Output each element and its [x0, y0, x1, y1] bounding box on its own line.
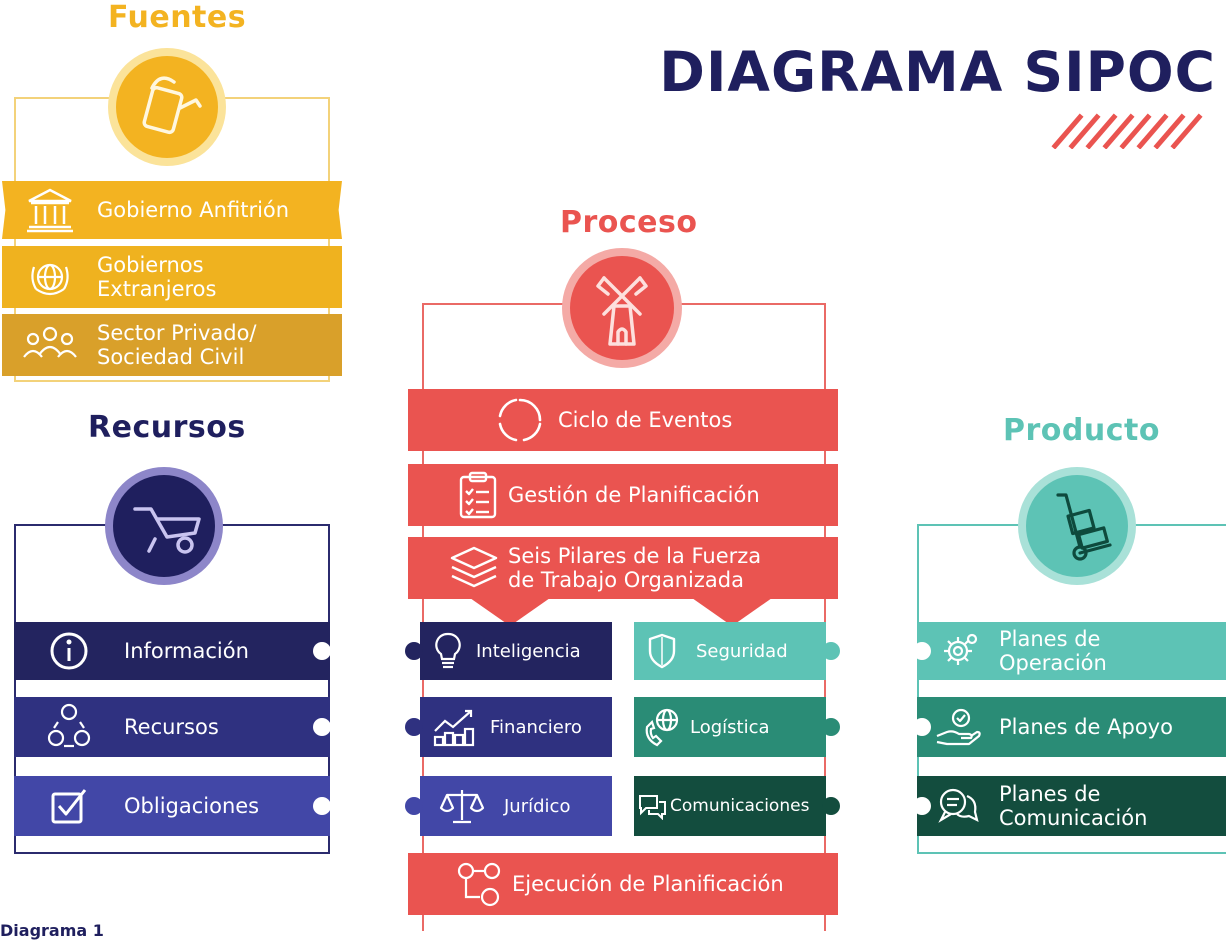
- pillar-comunicaciones: Comunicaciones: [634, 776, 826, 836]
- page-title: DIAGRAMA SIPOC: [659, 40, 1216, 104]
- hand-truck-icon: [1056, 493, 1112, 561]
- pillar-label: Comunicaciones: [670, 796, 810, 816]
- pillar-financiero: Financiero: [420, 697, 612, 757]
- fuentes-item-label: Gobierno Anfitrión: [97, 198, 290, 222]
- connector-dot: [405, 797, 423, 815]
- pillar-label: Financiero: [490, 716, 582, 738]
- recursos-item-label: Obligaciones: [124, 794, 260, 818]
- pillar-logistica: Logística: [634, 697, 826, 757]
- connector-dot: [822, 642, 840, 660]
- proceso-step-ciclo-de-eventos: Ciclo de Eventos: [408, 389, 838, 451]
- pillar-inteligencia: Inteligencia: [420, 622, 612, 680]
- connector-dot: [313, 797, 331, 815]
- pillar-label: Inteligencia: [476, 640, 581, 662]
- cycle-arrows-icon: [408, 396, 558, 444]
- watering-can-icon: [142, 76, 202, 135]
- shield-icon: [634, 633, 690, 669]
- phone-globe-icon: [634, 707, 690, 747]
- fuentes-item-gobierno-anfitrion: Gobierno Anfitrión: [2, 181, 342, 239]
- producto-item-label: Planes de Operación: [999, 627, 1107, 675]
- arrow-down-left: [470, 598, 550, 626]
- proceso-step-label: Gestión de Planificación: [508, 483, 760, 507]
- clipboard-icon: [408, 471, 508, 519]
- wheelbarrow-icon: [133, 507, 201, 554]
- gears-flow-icon: [408, 859, 512, 909]
- connector-dot: [913, 642, 931, 660]
- arrow-down-right: [692, 598, 772, 626]
- producto-item-label: Planes de Comunicación: [999, 782, 1148, 830]
- recursos-item-label: Recursos: [124, 715, 219, 739]
- fuentes-item-label: Sector Privado/ Sociedad Civil: [97, 321, 257, 369]
- producto-item-planes-apoyo: Planes de Apoyo: [917, 697, 1226, 757]
- producto-item-label: Planes de Apoyo: [999, 715, 1173, 739]
- pillar-label: Logística: [690, 716, 770, 738]
- windmill-icon: [596, 276, 648, 346]
- connector-dot: [913, 797, 931, 815]
- proceso-step-label: Ejecución de Planificación: [512, 872, 784, 896]
- proceso-medal: [562, 248, 682, 368]
- proceso-step-seis-pilares: Seis Pilares de la Fuerza de Trabajo Org…: [408, 537, 838, 599]
- connector-dot: [822, 718, 840, 736]
- connector-dot: [405, 718, 423, 736]
- un-globe-icon: [2, 253, 97, 301]
- proceso-step-label: Seis Pilares de la Fuerza de Trabajo Org…: [508, 544, 762, 592]
- bank-building-icon: [2, 187, 97, 233]
- title-stripes: [1050, 113, 1220, 150]
- lightbulb-icon: [420, 632, 476, 670]
- scales-icon: [420, 786, 504, 826]
- proceso-step-gestion: Gestión de Planificación: [408, 464, 838, 526]
- connector-dot: [313, 642, 331, 660]
- fuentes-item-label: Gobiernos Extranjeros: [97, 253, 217, 301]
- producto-heading: Producto: [1003, 413, 1160, 448]
- proceso-heading: Proceso: [560, 205, 698, 240]
- fuentes-medal: [108, 48, 226, 166]
- connector-dot: [313, 718, 331, 736]
- pillar-juridico: Jurídico: [420, 776, 612, 836]
- hand-badge-icon: [917, 706, 999, 748]
- pillar-seguridad: Seguridad: [634, 622, 826, 680]
- pillar-label: Seguridad: [696, 640, 788, 662]
- growth-chart-icon: [420, 707, 490, 747]
- connector-dot: [822, 797, 840, 815]
- speech-bubbles-icon: [917, 786, 999, 826]
- recursos-medal: [105, 467, 223, 585]
- resources-cycle-icon: [14, 702, 124, 752]
- recursos-item-label: Información: [124, 639, 249, 663]
- producto-item-planes-operacion: Planes de Operación: [917, 622, 1226, 680]
- pillar-label: Jurídico: [504, 795, 571, 817]
- fuentes-heading: Fuentes: [108, 0, 247, 35]
- gears-icon: [917, 631, 999, 671]
- recursos-item-recursos: Recursos: [14, 697, 330, 757]
- fuentes-item-sector-privado: Sector Privado/ Sociedad Civil: [2, 314, 342, 376]
- connector-dot: [913, 718, 931, 736]
- recursos-item-informacion: Información: [14, 622, 330, 680]
- recursos-heading: Recursos: [88, 410, 246, 445]
- producto-medal: [1018, 467, 1136, 585]
- recursos-item-obligaciones: Obligaciones: [14, 776, 330, 836]
- connector-dot: [405, 642, 423, 660]
- proceso-step-ejecucion: Ejecución de Planificación: [408, 853, 838, 915]
- info-icon: [14, 630, 124, 672]
- producto-item-planes-comunicacion: Planes de Comunicación: [917, 776, 1226, 836]
- chat-bubbles-icon: [634, 792, 670, 820]
- people-group-icon: [2, 325, 97, 365]
- checkbox-icon: [14, 786, 124, 826]
- fuentes-item-gobiernos-extranjeros: Gobiernos Extranjeros: [2, 246, 342, 308]
- layers-icon: [408, 544, 508, 592]
- figure-caption: Diagrama 1: [0, 921, 104, 940]
- proceso-step-label: Ciclo de Eventos: [558, 408, 733, 432]
